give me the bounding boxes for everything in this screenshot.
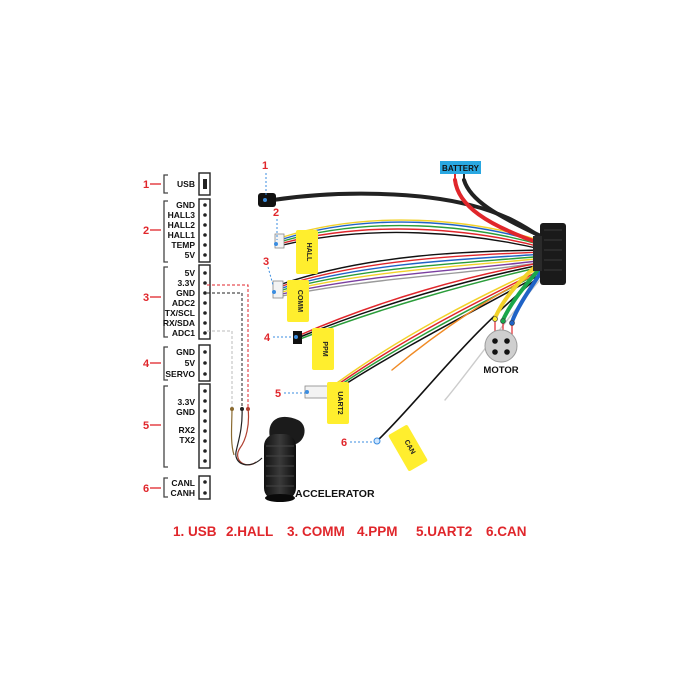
legend-item-usb: 1. USB [173,524,217,539]
battery-label: BATTERY [442,164,480,173]
hall-port [198,198,211,263]
legend-item-ppm: 4.PPM [357,524,398,539]
tag-comm-label: COMM [296,290,303,312]
legend-item-comm: 3. COMM [287,524,345,539]
comm-plug [272,280,284,299]
accelerator-label: ACCELERATOR [295,488,375,500]
pin-label-3v3: 3.3V [178,278,196,288]
tag-hall-label: HALL [305,243,312,262]
pin-label-3v3: 3.3V [178,397,196,407]
pin-label-canh: CANH [170,488,195,498]
ppm-plug [293,331,302,344]
tag-ppm: PPM [312,328,334,370]
callouts: 1 2 3 4 5 6 [262,160,373,449]
connector-group-hall: 2 GND HALL3 HALL2 HALL1 TEMP 5V [143,198,211,263]
callout-1: 1 [262,160,268,172]
legend-item-can: 6.CAN [486,524,527,539]
legend-item-hall: 2.HALL [226,524,274,539]
callout-4: 4 [264,332,271,344]
callout-5: 5 [275,388,281,400]
tag-uart2: UART2 [327,382,349,424]
motor-label: MOTOR [483,365,518,376]
pin-label-tx-scl: TX/SCL [165,308,195,318]
pin-label-5v: 5V [185,250,196,260]
tag-can: CAN [388,425,428,471]
can-plug [373,437,381,445]
pin-label-hall1: HALL1 [168,230,196,240]
uart2-plug [304,385,332,399]
pin-label-gnd: GND [176,288,195,298]
pin-label-adc2: ADC2 [172,298,195,308]
accelerator-throttle [264,416,305,502]
pin-label-gnd: GND [176,200,195,210]
group-number-2: 2 [143,225,149,237]
pin-label-hall3: HALL3 [168,210,196,220]
connector-group-uart2: 5 3.3V GND RX2 TX2 [143,383,211,469]
pin-label-usb: USB [177,179,195,189]
hall-plug [274,233,285,249]
connector-column: 1 USB 2 GND HALL3 HALL2 HALL1 TEMP 5V 3 [143,172,211,500]
pin-label-temp: TEMP [171,240,195,250]
pin-label-rx2: RX2 [178,425,195,435]
connector-group-comm: 3 5V 3.3V GND ADC2 TX/SCL RX/SDA ADC1 [143,264,211,340]
controller-box [533,223,566,285]
connector-group-ppm: 4 GND 5V SERVO [143,344,211,382]
tag-ppm-label: PPM [321,341,328,356]
wire-tags: HALL COMM PPM UART2 CAN [287,230,428,471]
tag-comm: COMM [287,280,309,322]
legend: 1. USB 2.HALL 3. COMM 4.PPM 5.UART2 6.CA… [0,524,700,548]
motor-symbol [484,316,518,363]
tag-uart2-label: UART2 [336,391,343,414]
callout-3: 3 [263,256,269,268]
pin-label-canl: CANL [171,478,195,488]
pin-label-gnd: GND [176,407,195,417]
connector-group-usb: 1 USB [143,172,211,196]
connector-group-can: 6 CANL CANH [143,475,211,500]
tag-hall: HALL [296,230,318,274]
accelerator-wiring [207,284,263,466]
group-number-5: 5 [143,420,149,432]
group-number-6: 6 [143,483,149,495]
pin-label-rx-sda: RX/SDA [163,318,195,328]
usb-plug [258,193,276,207]
uart2-port [198,383,211,469]
pin-label-5v: 5V [185,358,196,368]
battery-tag [440,161,481,174]
pin-label-gnd: GND [176,347,195,357]
wire-harness [271,178,547,441]
callout-6: 6 [341,437,347,449]
pin-label-tx2: TX2 [179,435,195,445]
pin-label-5v: 5V [185,268,196,278]
callout-2: 2 [273,207,279,219]
group-number-3: 3 [143,292,149,304]
can-port [198,475,211,500]
group-number-4: 4 [143,358,150,370]
pin-label-hall2: HALL2 [168,220,196,230]
pin-label-adc1: ADC1 [172,328,195,338]
group-number-1: 1 [143,179,149,191]
legend-item-uart2: 5.UART2 [416,524,473,539]
pin-label-servo: SERVO [165,369,195,379]
